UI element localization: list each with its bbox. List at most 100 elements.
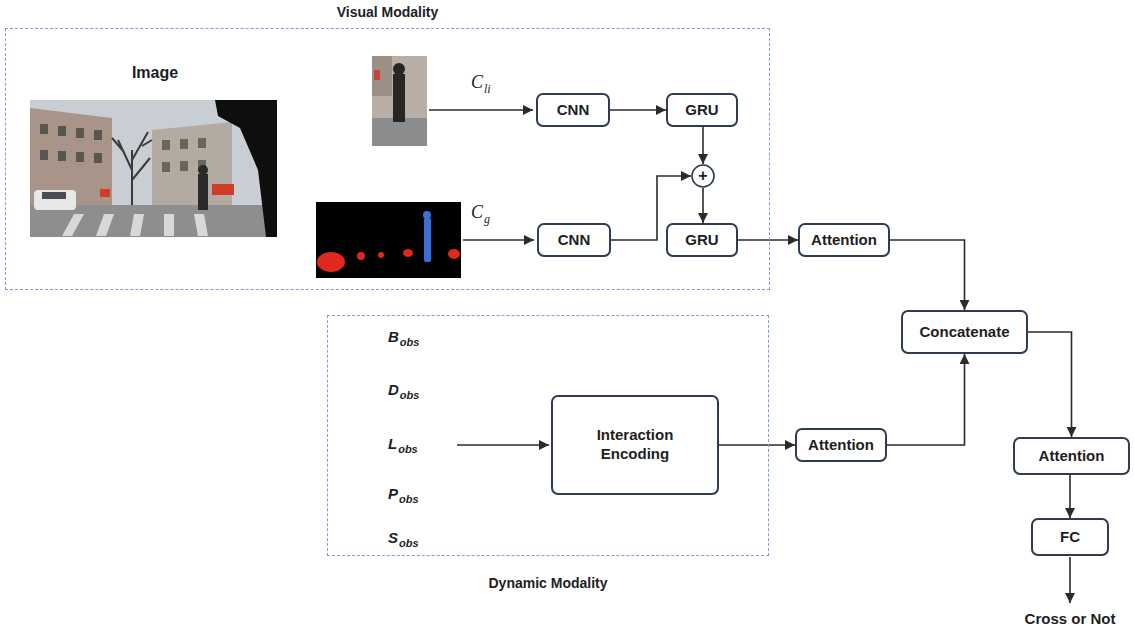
photo-sky — [30, 100, 277, 237]
node-label: GRU — [685, 101, 718, 120]
photo-crosswalk — [130, 214, 144, 236]
process-box: GRU — [666, 93, 738, 127]
segmentation-map — [316, 202, 461, 278]
crop-ground — [372, 118, 427, 146]
photo-crosswalk — [194, 214, 208, 236]
photo-window — [198, 138, 206, 148]
crop-pedestrian — [393, 74, 405, 122]
region-heading: Dynamic Modality — [328, 575, 768, 591]
node-label: Attention — [1039, 447, 1105, 466]
crop-background — [372, 56, 427, 146]
input-symbol: C — [471, 202, 483, 223]
output-arrow — [1069, 557, 1071, 603]
process-box: CNN — [537, 223, 611, 257]
street-photo — [30, 100, 277, 237]
region-heading: Visual Modality — [6, 4, 769, 20]
process-box: Attention — [1013, 437, 1130, 475]
node-label: Concatenate — [919, 323, 1009, 342]
photo-tree — [112, 132, 152, 205]
output-label: Cross or Not — [1025, 610, 1116, 627]
crop-photo — [372, 56, 427, 146]
photo-window — [40, 150, 48, 160]
node-label: Interaction Encoding — [571, 426, 699, 464]
seg-car — [317, 252, 345, 272]
feature-subscript: obs — [399, 537, 419, 549]
input-subscript: li — [484, 82, 491, 97]
feature-symbol: D — [388, 381, 399, 398]
photo-window — [58, 151, 66, 161]
process-box: Concatenate — [901, 310, 1028, 354]
node-label: Attention — [811, 231, 877, 250]
process-box: FC — [1031, 518, 1109, 556]
photo-pedestrian — [198, 174, 208, 210]
photo-window — [76, 152, 84, 162]
input-symbol: C — [471, 72, 483, 93]
sum-circle: + — [691, 164, 715, 188]
photo-window — [162, 162, 170, 172]
input-arrow — [463, 239, 534, 241]
photo-crosswalk — [62, 214, 84, 236]
photo-car — [34, 190, 76, 210]
feature-subscript: obs — [400, 389, 420, 401]
seg-pedestrian — [424, 218, 431, 262]
arrow-connector — [1069, 475, 1071, 518]
arrow-connector — [1028, 332, 1072, 437]
input-subscript: g — [484, 212, 490, 227]
modality-region: Visual ModalityCNNGRU+CNNGRU — [5, 28, 770, 290]
image-caption: Image — [132, 64, 178, 82]
feature-subscript: obs — [399, 493, 419, 505]
seg-car — [448, 249, 460, 259]
node-label: GRU — [685, 231, 718, 250]
seg-background — [316, 202, 461, 278]
photo-window — [94, 130, 102, 140]
seg-car — [403, 249, 413, 257]
seg-pedestrian-head — [423, 211, 431, 219]
feature-symbol: L — [388, 435, 397, 452]
arrow-connector — [890, 240, 965, 310]
process-box: GRU — [666, 223, 738, 257]
feature-symbol: P — [388, 485, 398, 502]
circle-shape — [692, 165, 714, 187]
photo-car-window — [42, 192, 66, 199]
crop-pedestrian-head — [393, 63, 405, 75]
node-label: CNN — [557, 101, 590, 120]
photo-pedestrian-head — [198, 165, 208, 175]
node-label: Attention — [808, 436, 874, 455]
process-box: CNN — [536, 93, 610, 127]
feature-symbol: S — [388, 529, 398, 546]
photo-window — [180, 139, 188, 149]
arrow-connector — [719, 444, 795, 446]
arrow-connector — [887, 354, 965, 445]
node-label: + — [698, 168, 707, 184]
photo-window — [94, 153, 102, 163]
node-label: CNN — [558, 231, 591, 250]
photo-window — [180, 161, 188, 171]
photo-window — [58, 126, 66, 136]
arrow-connector — [738, 239, 798, 241]
seg-car — [357, 252, 365, 260]
process-box: Attention — [795, 428, 887, 462]
photo-storefront — [100, 189, 110, 197]
feature-symbol: B — [388, 328, 399, 345]
crop-building — [372, 56, 392, 96]
process-box: Attention — [798, 223, 890, 257]
process-box: Interaction Encoding — [551, 395, 719, 495]
arrow-connector — [702, 127, 704, 164]
crop-storefront — [374, 70, 380, 80]
feature-subscript: obs — [398, 443, 418, 455]
arrow-connector — [610, 109, 666, 111]
photo-window — [76, 128, 84, 138]
arrow-connector — [702, 188, 704, 223]
input-arrow — [429, 109, 533, 111]
seg-car — [378, 252, 384, 258]
photo-crosswalk — [164, 214, 174, 236]
photo-window — [162, 140, 170, 150]
photo-storefront — [212, 184, 234, 195]
photo-occluder — [215, 100, 277, 237]
node-label: FC — [1060, 528, 1080, 547]
feature-subscript: obs — [400, 336, 420, 348]
photo-crosswalk — [96, 214, 114, 236]
input-arrow — [457, 444, 549, 446]
photo-window — [40, 124, 48, 134]
